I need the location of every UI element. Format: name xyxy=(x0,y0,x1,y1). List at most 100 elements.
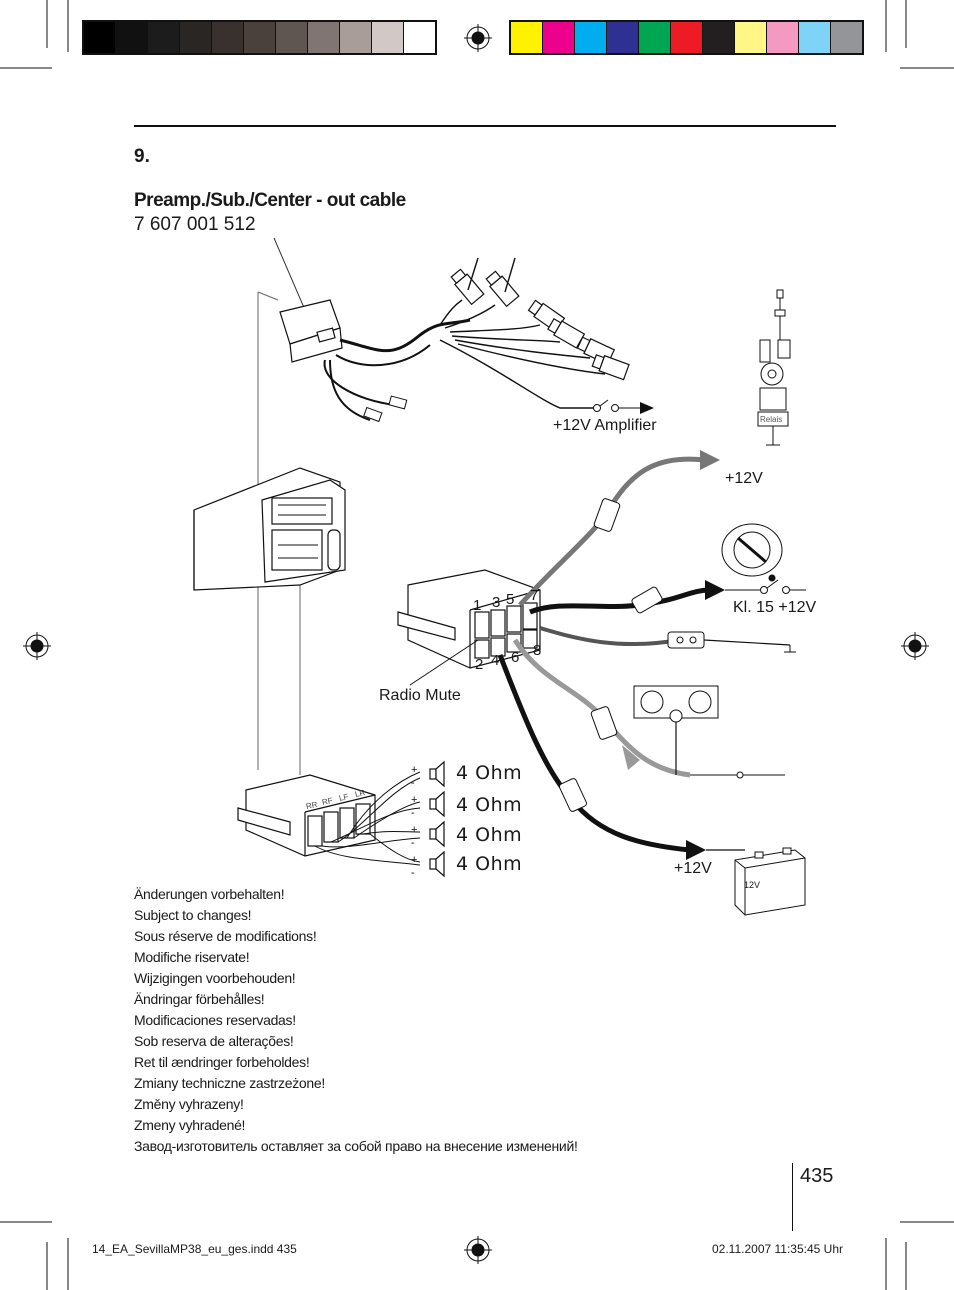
wire-battery-black xyxy=(497,654,691,853)
svg-text:+: + xyxy=(411,764,417,776)
svg-text:-: - xyxy=(411,777,415,789)
speaker-polarity: +- +- +- +- xyxy=(411,764,417,879)
speaker-impedance: 4 Ohm xyxy=(456,794,523,816)
inline-connector-1 xyxy=(593,498,621,532)
amplifier-label: +12V Amplifier xyxy=(553,417,657,434)
color-swatch xyxy=(767,22,799,53)
radio-mute-label: Radio Mute xyxy=(379,687,461,704)
plus12v-battery-label: +12V xyxy=(674,860,712,877)
rca-plugs xyxy=(450,268,630,381)
ignition-switch xyxy=(721,523,783,582)
registration-mark-right xyxy=(901,632,929,660)
speaker-icons xyxy=(429,760,445,878)
notice-line: Wijzigingen voorbehouden! xyxy=(134,970,296,986)
pin-label: 5 xyxy=(506,591,515,608)
radio-head-unit xyxy=(193,467,346,591)
car-battery xyxy=(734,847,806,916)
color-swatch xyxy=(703,22,735,53)
color-swatch xyxy=(276,22,308,53)
footer-filename: 14_EA_SevillaMP38_eu_ges.indd 435 xyxy=(92,1242,297,1256)
color-swatch xyxy=(180,22,212,53)
svg-text:-: - xyxy=(411,867,415,879)
color-swatch xyxy=(831,22,862,53)
section-number: 9. xyxy=(134,146,150,167)
color-swatch xyxy=(148,22,180,53)
pin-label: 3 xyxy=(492,594,501,611)
color-swatch xyxy=(340,22,372,53)
footer-timestamp: 02.11.2007 11:35:45 Uhr xyxy=(712,1242,843,1256)
color-swatch xyxy=(308,22,340,53)
notice-line: Änderungen vorbehalten! xyxy=(134,886,285,902)
notice-line: Sous réserve de modifications! xyxy=(134,928,317,944)
cable-title: Preamp./Sub./Center - out cable xyxy=(134,190,406,211)
speaker-impedance: 4 Ohm xyxy=(456,762,523,784)
color-swatch xyxy=(212,22,244,53)
color-scale-bar xyxy=(509,20,864,55)
section-rule xyxy=(134,125,836,127)
registration-mark-left xyxy=(23,632,51,660)
pin-label: 8 xyxy=(533,642,542,659)
notice-line: Завод-изготовитель оставляет за собой пр… xyxy=(134,1138,578,1154)
ground-connector xyxy=(667,631,705,649)
power-antenna xyxy=(757,289,791,446)
battery-label: 12V xyxy=(744,880,761,890)
svg-text:-: - xyxy=(411,837,415,849)
svg-text:-: - xyxy=(411,807,415,819)
color-swatch xyxy=(639,22,671,53)
iso-power-connector xyxy=(397,569,541,669)
speaker-impedance: 4 Ohm xyxy=(456,824,523,846)
relay-label: Relais xyxy=(760,415,783,424)
color-swatch xyxy=(575,22,607,53)
grey-scale-bar xyxy=(82,20,437,55)
wire-kl15-black xyxy=(529,587,711,615)
kl15-label: Kl. 15 +12V xyxy=(733,599,817,616)
color-swatch xyxy=(404,22,435,53)
color-swatch xyxy=(799,22,831,53)
color-swatch xyxy=(84,22,116,53)
wire-ground xyxy=(539,626,681,647)
pin-label: 2 xyxy=(475,656,484,673)
change-notice-list: Änderungen vorbehalten! Subject to chang… xyxy=(134,884,578,1157)
preamp-connector xyxy=(279,299,343,363)
color-swatch xyxy=(607,22,639,53)
color-swatch xyxy=(543,22,575,53)
color-swatch xyxy=(244,22,276,53)
instrument-cluster xyxy=(633,685,719,723)
notice-line: Zmiany techniczne zastrzeżone! xyxy=(134,1075,325,1091)
preamp-bundle xyxy=(339,318,471,353)
svg-text:+: + xyxy=(411,794,417,806)
pin-label: 4 xyxy=(491,652,500,669)
inline-connector-3 xyxy=(590,706,618,740)
svg-text:+: + xyxy=(411,824,417,836)
color-swatch xyxy=(735,22,767,53)
title-leader-line xyxy=(273,237,306,311)
inline-connector-2 xyxy=(631,586,663,614)
color-swatch xyxy=(511,22,543,53)
color-swatch xyxy=(116,22,148,53)
amplifier-switch xyxy=(593,399,640,412)
notice-line: Změny vyhrazeny! xyxy=(134,1096,244,1112)
color-swatch xyxy=(671,22,703,53)
notice-line: Modifiche riservate! xyxy=(134,949,250,965)
notice-line: Subject to changes! xyxy=(134,907,252,923)
pin-label: 1 xyxy=(473,597,482,614)
page-number-rule xyxy=(792,1163,793,1231)
notice-line: Ret til ændringer forbeholdes! xyxy=(134,1054,310,1070)
plus12v-top-label: +12V xyxy=(725,470,763,487)
color-swatch xyxy=(372,22,404,53)
pin-label: 7 xyxy=(530,587,539,604)
registration-mark-top xyxy=(464,24,492,52)
notice-line: Zmeny vyhradené! xyxy=(134,1117,246,1133)
channel-label: LF xyxy=(338,792,350,803)
page-number: 435 xyxy=(800,1165,834,1187)
notice-line: Modificaciones reservadas! xyxy=(134,1012,296,1028)
pin-label: 6 xyxy=(511,649,520,666)
inline-connector-4 xyxy=(558,778,588,812)
registration-mark-bottom xyxy=(464,1236,492,1264)
iso-speaker-connector xyxy=(237,774,376,857)
wire-plus12v-grey xyxy=(518,456,706,607)
cable-part-number: 7 607 001 512 xyxy=(134,214,256,235)
svg-text:+: + xyxy=(411,854,417,866)
